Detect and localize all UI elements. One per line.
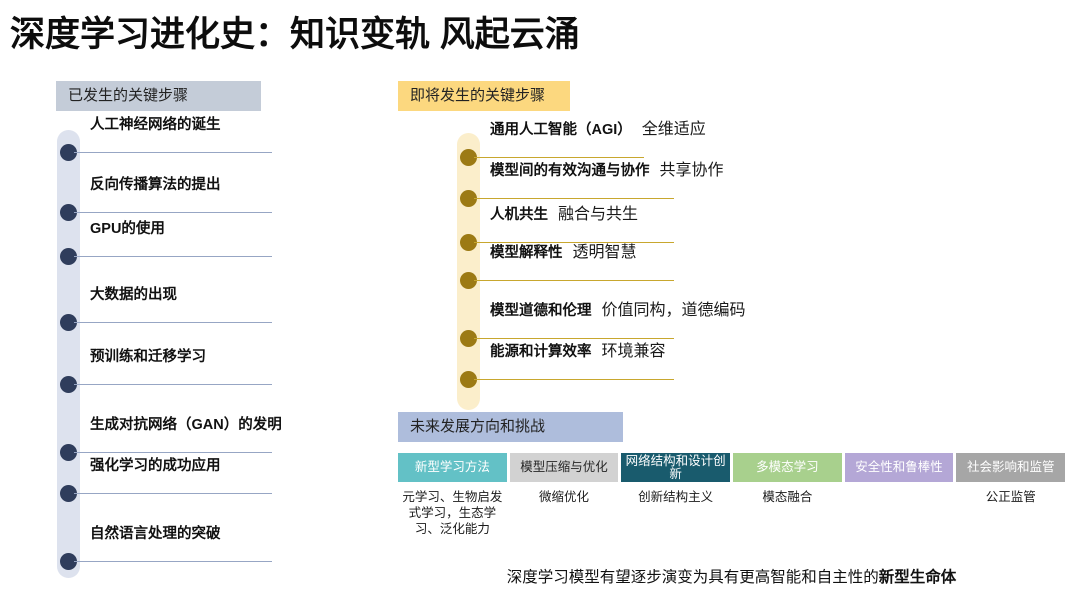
directions-column-body: 模态融合 — [762, 490, 813, 504]
footer-emphasis: 新型生命体 — [878, 569, 957, 586]
section-badge-past: 已发生的关键步骤 — [56, 81, 261, 111]
timeline-item-label: 模型间的有效沟通与协作共享协作 — [490, 156, 724, 180]
timeline-underline — [74, 256, 272, 257]
timeline-underline — [74, 212, 272, 213]
timeline-underline — [74, 561, 272, 562]
directions-column-header[interactable]: 新型学习方法 — [398, 453, 507, 482]
timeline-underline — [74, 452, 272, 453]
timeline-dot-icon — [60, 376, 77, 393]
directions-column: 网络结构和设计创新创新结构主义 — [621, 453, 731, 537]
directions-column-header[interactable]: 网络结构和设计创新 — [621, 453, 731, 482]
timeline-item-title: 模型道德和伦理 — [490, 303, 592, 319]
timeline-dot-icon — [60, 444, 77, 461]
directions-column: 模型压缩与优化微缩优化 — [509, 453, 619, 537]
directions-column-header[interactable]: 社会影响和监管 — [956, 453, 1066, 482]
directions-column-header[interactable]: 多模态学习 — [733, 453, 842, 482]
timeline-item-label: 人工神经网络的诞生 — [90, 117, 221, 133]
timeline-dot-icon — [60, 144, 77, 161]
timeline-item-label: 模型解释性透明智慧 — [490, 238, 637, 262]
directions-column-header[interactable]: 安全性和鲁棒性 — [844, 453, 954, 482]
timeline-underline — [474, 157, 644, 158]
directions-column-body: 创新结构主义 — [638, 490, 714, 504]
directions-column-body: 公正监管 — [985, 490, 1036, 504]
timeline-underline — [474, 198, 674, 199]
timeline-dot-icon — [460, 190, 477, 207]
directions-column: 社会影响和监管公正监管 — [956, 453, 1066, 537]
directions-column-body — [845, 482, 954, 489]
timeline-item-label: 自然语言处理的突破 — [90, 526, 221, 542]
timeline-item-title: 能源和计算效率 — [490, 344, 592, 360]
timeline-dot-icon — [60, 553, 77, 570]
timeline-item-title: 人机共生 — [490, 207, 548, 223]
timeline-item-label: 强化学习的成功应用 — [90, 458, 221, 474]
timeline-item-note: 融合与共生 — [558, 206, 639, 223]
directions-column: 多模态学习模态融合 — [733, 453, 842, 537]
timeline-underline — [474, 338, 674, 339]
timeline-item-label: GPU的使用 — [90, 221, 165, 237]
directions-column-header[interactable]: 模型压缩与优化 — [509, 453, 619, 482]
timeline-dot-icon — [60, 204, 77, 221]
timeline-item-title: 模型解释性 — [490, 245, 563, 261]
timeline-dot-icon — [460, 272, 477, 289]
timeline-dot-icon — [60, 485, 77, 502]
timeline-item-note: 共享协作 — [659, 162, 724, 179]
footer-caption: 深度学习模型有望逐步演变为具有更高智能和自主性的新型生命体 — [398, 565, 1065, 587]
timeline-underline — [474, 379, 674, 380]
timeline-item-label: 通用人工智能（AGI） 全维适应 — [490, 115, 706, 139]
directions-column: 安全性和鲁棒性 — [844, 453, 954, 537]
timeline-underline — [74, 384, 272, 385]
timeline-item-note: 价值同构，道德编码 — [601, 302, 746, 319]
timeline-dot-icon — [60, 314, 77, 331]
directions-column-body: 元学习、生物启发式学习，生态学习、泛化能力 — [402, 490, 503, 536]
timeline-item-title: 通用人工智能（AGI） — [490, 122, 632, 138]
timeline-underline — [74, 493, 272, 494]
footer-prefix: 深度学习模型有望逐步演变为具有更高智能和自主性的 — [506, 569, 879, 586]
timeline-item-label: 生成对抗网络（GAN）的发明 — [90, 417, 282, 433]
timeline-item-label: 人机共生融合与共生 — [490, 200, 638, 224]
timeline-dot-icon — [60, 248, 77, 265]
timeline-item-note: 环境兼容 — [601, 343, 666, 360]
timeline-dot-icon — [460, 330, 477, 347]
section-badge-directions: 未来发展方向和挑战 — [398, 412, 623, 442]
timeline-underline — [474, 242, 674, 243]
timeline-item-title: 模型间的有效沟通与协作 — [490, 163, 650, 179]
timeline-item-label: 能源和计算效率环境兼容 — [490, 337, 666, 361]
timeline-underline — [74, 322, 272, 323]
timeline-item-label: 大数据的出现 — [90, 287, 177, 303]
timeline-item-label: 反向传播算法的提出 — [90, 177, 221, 193]
timeline-item-label: 模型道德和伦理价值同构，道德编码 — [490, 296, 746, 320]
timeline-item-label: 预训练和迁移学习 — [90, 349, 206, 365]
timeline-item-note: 透明智慧 — [572, 244, 637, 261]
page-title: 深度学习进化史：知识变轨 风起云涌 — [10, 15, 580, 54]
timeline-underline — [474, 280, 674, 281]
timeline-dot-icon — [460, 234, 477, 251]
timeline-underline — [74, 152, 272, 153]
timeline-item-note: 全维适应 — [641, 121, 706, 138]
section-badge-future: 即将发生的关键步骤 — [398, 81, 570, 111]
timeline-dot-icon — [460, 371, 477, 388]
directions-table: 新型学习方法元学习、生物启发式学习，生态学习、泛化能力模型压缩与优化微缩优化网络… — [398, 453, 1066, 537]
directions-column: 新型学习方法元学习、生物启发式学习，生态学习、泛化能力 — [398, 453, 507, 537]
directions-column-body: 微缩优化 — [539, 490, 590, 504]
timeline-rail-past — [57, 130, 80, 578]
timeline-dot-icon — [460, 149, 477, 166]
